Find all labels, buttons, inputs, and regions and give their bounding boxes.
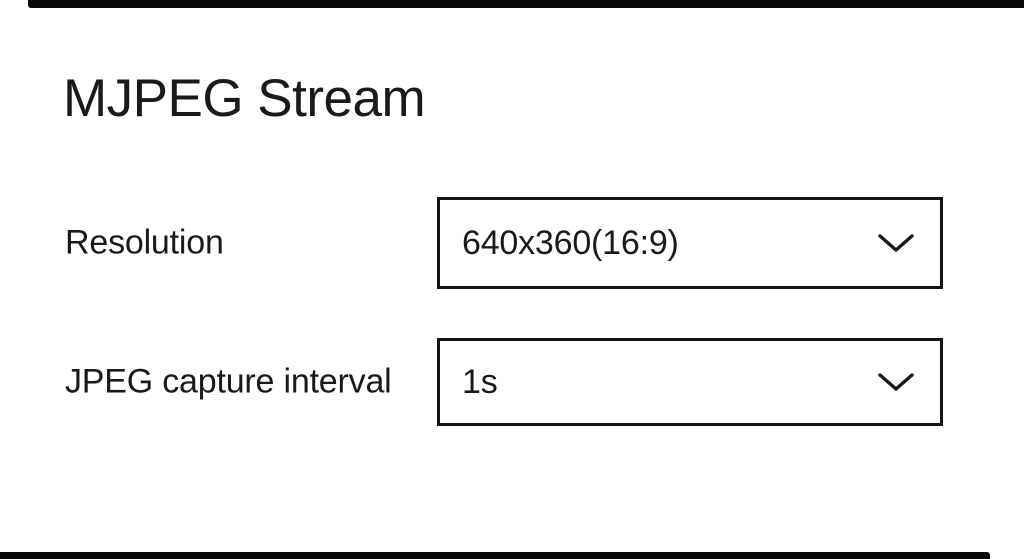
chevron-down-icon [877,232,915,254]
resolution-select[interactable]: 640x360(16:9) [437,197,943,289]
jpeg-capture-interval-row: JPEG capture interval 1s [0,338,1024,426]
bottom-edge-bar [0,552,990,559]
top-edge-bar [28,0,1024,8]
jpeg-capture-interval-label: JPEG capture interval [65,362,392,401]
resolution-label: Resolution [65,223,224,262]
resolution-select-value: 640x360(16:9) [462,223,679,262]
chevron-down-icon [877,371,915,393]
jpeg-capture-interval-select[interactable]: 1s [437,338,943,426]
resolution-row: Resolution 640x360(16:9) [0,197,1024,289]
page-title: MJPEG Stream [63,69,426,128]
jpeg-capture-interval-select-value: 1s [462,362,498,401]
